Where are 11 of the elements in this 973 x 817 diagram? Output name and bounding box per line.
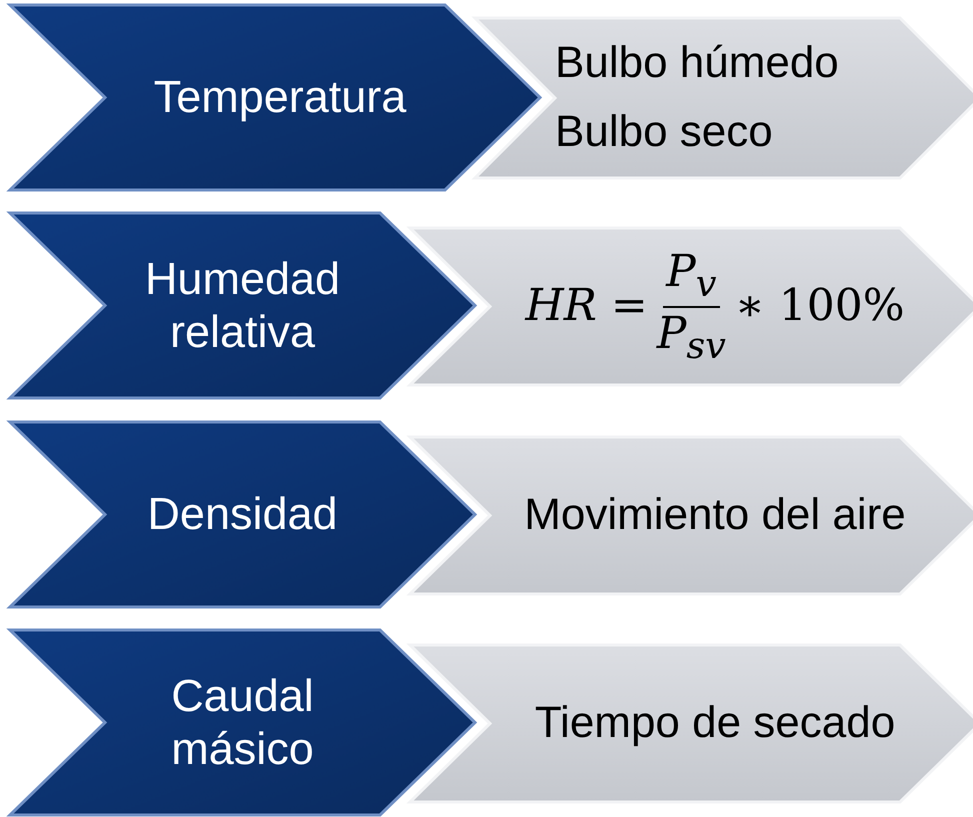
detail-text: Tiempo de secado bbox=[534, 697, 896, 750]
detail-text: Bulbo seco bbox=[555, 106, 773, 158]
formula-text: HR = bbox=[525, 280, 648, 333]
category-label: Temperatura bbox=[154, 71, 406, 124]
category-label: Densidad bbox=[147, 488, 338, 541]
detail-text: Movimiento del aire bbox=[524, 489, 906, 542]
fraction: P$_{v}$ P$_{sv}$ bbox=[655, 246, 727, 368]
detail-text: Bulbo húmedo bbox=[555, 37, 839, 90]
category-label: Caudal másico bbox=[170, 670, 315, 776]
formula-text: ∗ 100% bbox=[734, 280, 905, 333]
category-label: Humedad relativa bbox=[144, 252, 342, 358]
